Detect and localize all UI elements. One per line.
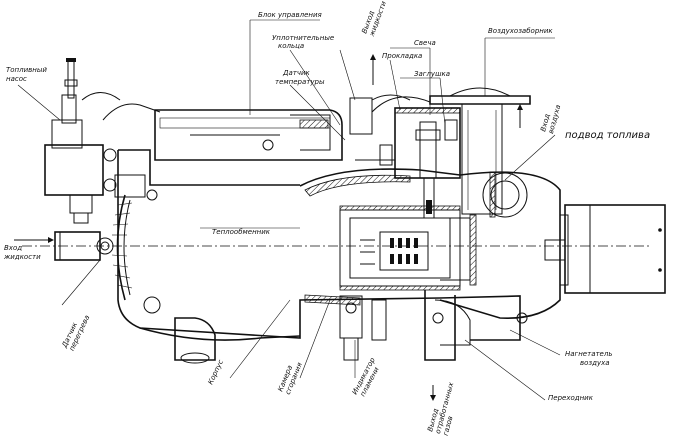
svg-text:кольца: кольца bbox=[278, 42, 304, 50]
label-heat-exchanger: Теплообменник bbox=[212, 228, 271, 236]
combustion-section bbox=[299, 168, 561, 319]
svg-text:Датчик: Датчик bbox=[282, 69, 311, 77]
fuel-pump-drawing bbox=[44, 58, 161, 224]
svg-text:Уплотнительные: Уплотнительные bbox=[272, 34, 334, 42]
label-air-inlet: Вход воздуха bbox=[539, 104, 562, 135]
svg-text:температуры: температуры bbox=[275, 78, 325, 86]
heat-exchanger-fins bbox=[111, 189, 158, 301]
svg-text:воздуха: воздуха bbox=[580, 359, 610, 367]
air-blower-drawing bbox=[544, 204, 666, 294]
housing-lower-curve bbox=[139, 327, 301, 341]
leader-lines bbox=[17, 19, 561, 401]
liquid-inlet-pipe bbox=[54, 231, 114, 261]
svg-text:насос: насос bbox=[6, 75, 27, 83]
svg-text:Топливный: Топливный bbox=[6, 66, 47, 74]
label-air-intake: Воздухозаборник bbox=[488, 27, 553, 35]
coolant-tube bbox=[371, 96, 431, 113]
label-glow-plug: Свеча bbox=[414, 39, 436, 47]
drawing bbox=[14, 19, 666, 401]
svg-text:жидкости: жидкости bbox=[3, 253, 41, 261]
air-intake bbox=[429, 87, 531, 218]
exhaust-outlet bbox=[424, 290, 528, 361]
label-combustion-chamber: Камера сгорания bbox=[276, 361, 304, 395]
lower-bracket bbox=[143, 296, 216, 364]
label-seal-rings: Уплотнительные кольца bbox=[272, 34, 334, 50]
glow-plug-assembly bbox=[349, 94, 461, 219]
flow-arrows bbox=[14, 54, 523, 401]
label-overheat-sensor: Датчик перегрева bbox=[60, 314, 91, 352]
label-fuel-pump: Топливный насос bbox=[6, 66, 47, 83]
label-liquid-outlet: Выход жидкости bbox=[360, 0, 388, 38]
label-control-unit: Блок управления bbox=[258, 11, 322, 19]
label-exhaust-outlet: Выход отработанных газов bbox=[426, 381, 455, 437]
label-plug: Заглушка bbox=[414, 70, 450, 78]
label-gasket: Прокладка bbox=[382, 52, 422, 60]
label-adapter: Переходник bbox=[548, 394, 594, 402]
label-housing: Корпус bbox=[207, 359, 225, 386]
label-temp-sensor: Датчик температуры bbox=[275, 69, 325, 86]
label-liquid-inlet: Вход жидкости bbox=[3, 244, 41, 261]
svg-text:Нагнетатель: Нагнетатель bbox=[565, 350, 612, 358]
label-air-blower: Нагнетатель воздуха bbox=[565, 350, 612, 367]
label-fuel-supply: подвод топлива bbox=[565, 130, 650, 141]
control-unit-body bbox=[154, 109, 343, 161]
label-flame-indicator: Индикатор пламени bbox=[351, 356, 381, 398]
housing-outline bbox=[117, 149, 441, 339]
flame-indicator-drawing bbox=[339, 295, 387, 361]
svg-text:Вход: Вход bbox=[4, 244, 22, 252]
